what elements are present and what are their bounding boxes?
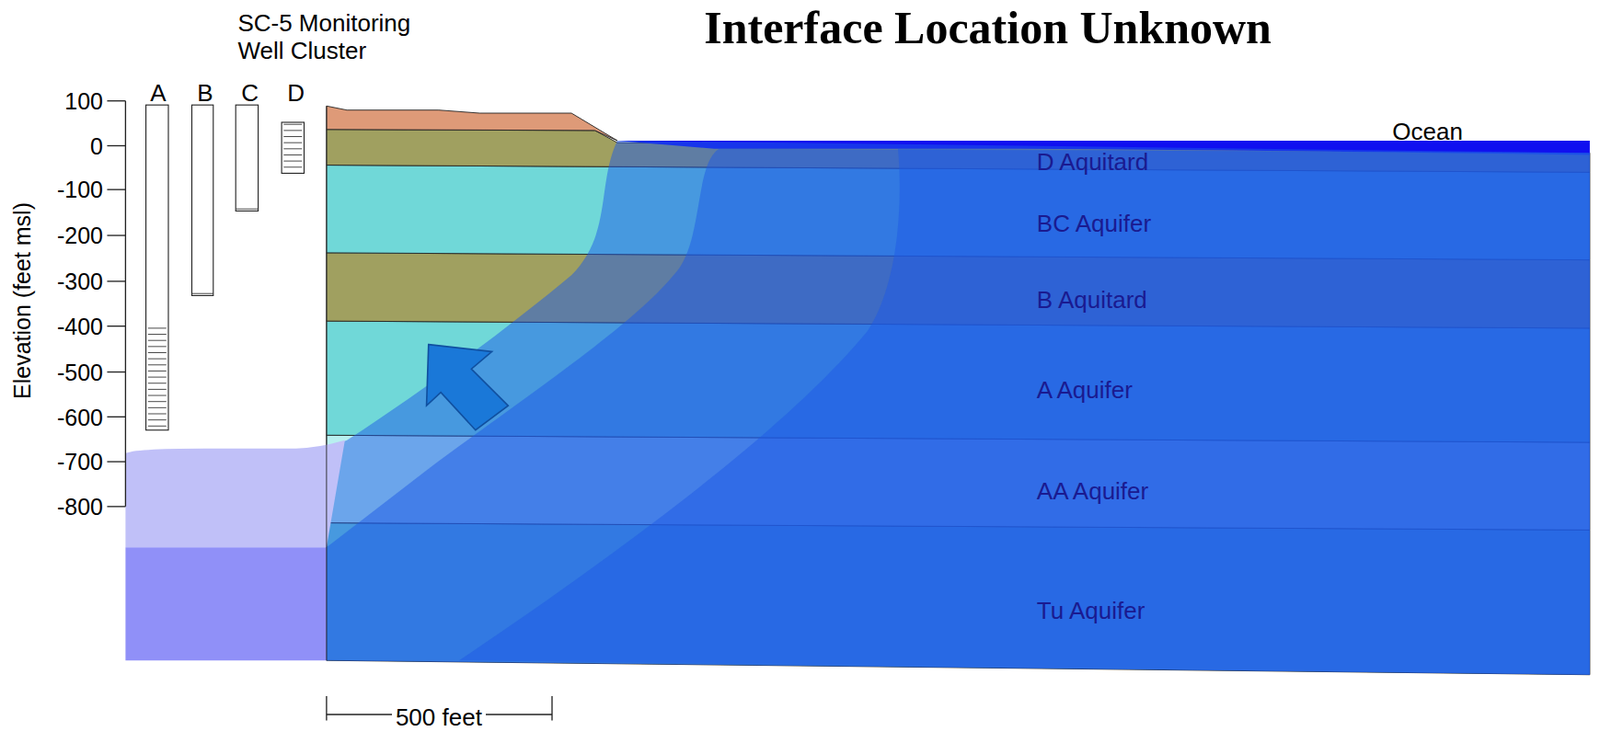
screen-slot bbox=[148, 340, 167, 342]
axis-title: Elevation (feet msl) bbox=[9, 202, 36, 400]
axis-value: -700 bbox=[57, 448, 104, 476]
axis-line bbox=[125, 101, 127, 507]
screen-slot bbox=[148, 327, 167, 329]
well-letter: A bbox=[149, 80, 166, 108]
well-bottom bbox=[192, 293, 214, 295]
axis-tick bbox=[106, 145, 126, 147]
axis-tick bbox=[106, 234, 126, 236]
screen-slot bbox=[148, 389, 167, 391]
well-casing bbox=[281, 122, 304, 173]
axis-tick bbox=[106, 325, 126, 327]
axis-tick bbox=[106, 416, 126, 418]
axis-tick bbox=[106, 460, 126, 462]
screen-slot bbox=[148, 425, 167, 427]
screen-slot bbox=[283, 161, 302, 162]
screen-slot bbox=[283, 129, 302, 131]
well-casing bbox=[146, 104, 169, 431]
screen-slot bbox=[148, 382, 167, 384]
well-letter: C bbox=[241, 80, 259, 108]
axis-tick bbox=[106, 371, 126, 373]
axis-tick bbox=[106, 188, 126, 190]
well-bottom bbox=[235, 208, 258, 210]
screen-slot bbox=[283, 148, 302, 150]
screen-slot bbox=[283, 142, 302, 144]
section-edge bbox=[325, 105, 327, 661]
scale-tick bbox=[551, 696, 553, 722]
saltwater-zone bbox=[459, 149, 1590, 676]
axis-value: 100 bbox=[64, 87, 104, 115]
ocean-label: Ocean bbox=[1392, 118, 1463, 147]
surface-soil bbox=[326, 105, 618, 141]
screen-slot bbox=[148, 352, 167, 354]
screen-slot bbox=[283, 124, 302, 126]
saltwater-zone bbox=[326, 140, 1590, 676]
screen-slot bbox=[148, 419, 167, 421]
well-letter: D bbox=[287, 80, 305, 108]
screen-slot bbox=[148, 370, 167, 372]
screen-slot bbox=[148, 413, 167, 415]
layer-label: A Aquifer bbox=[1036, 377, 1133, 405]
well-cluster-label: SC-5 Monitoring Well Cluster bbox=[237, 10, 459, 66]
axis-value: -200 bbox=[57, 222, 104, 250]
screen-slot bbox=[148, 358, 167, 360]
axis-tick bbox=[106, 100, 126, 102]
screen-slot bbox=[283, 166, 302, 168]
axis-value: -600 bbox=[57, 403, 104, 431]
axis-tick bbox=[106, 506, 126, 507]
screen-slot bbox=[148, 395, 167, 397]
screen-slot bbox=[148, 345, 167, 347]
well-casing bbox=[235, 104, 258, 211]
axis-value: -100 bbox=[57, 176, 104, 204]
screen-slot bbox=[148, 333, 167, 335]
screen-slot bbox=[283, 154, 302, 156]
layer-label: BC Aquifer bbox=[1036, 210, 1152, 239]
left-saltwater-deep bbox=[125, 547, 326, 661]
screen-slot bbox=[148, 377, 167, 379]
flow-arrow bbox=[426, 345, 509, 431]
screen-slot bbox=[148, 407, 167, 409]
layer-label: Tu Aquifer bbox=[1036, 598, 1146, 626]
screen-slot bbox=[148, 364, 167, 366]
well-letter: B bbox=[196, 80, 213, 108]
axis-value: -300 bbox=[57, 268, 104, 296]
layer-label: AA Aquifer bbox=[1036, 478, 1149, 507]
axis-value: 0 bbox=[90, 132, 104, 160]
left-saltwater bbox=[125, 440, 345, 548]
scale-label: 500 feet bbox=[391, 704, 486, 733]
well-casing bbox=[192, 104, 214, 296]
layer-label: B Aquitard bbox=[1036, 287, 1148, 315]
axis-value: -500 bbox=[57, 358, 104, 386]
axis-value: -800 bbox=[57, 494, 104, 521]
saltwater-zone bbox=[326, 149, 1590, 676]
scale-tick bbox=[325, 696, 327, 722]
axis-value: -400 bbox=[57, 313, 104, 341]
layer-label: D Aquitard bbox=[1036, 149, 1149, 177]
title: Interface Location Unknown bbox=[703, 1, 1272, 56]
screen-slot bbox=[283, 136, 302, 138]
axis-tick bbox=[106, 280, 126, 282]
screen-slot bbox=[148, 401, 167, 403]
